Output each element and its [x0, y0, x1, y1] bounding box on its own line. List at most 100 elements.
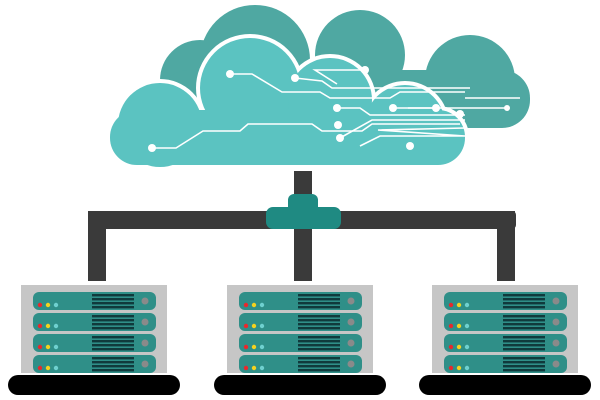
led-cyan-icon — [259, 323, 265, 329]
server-rack — [214, 285, 386, 395]
power-button-icon — [347, 297, 355, 305]
led-yellow-icon — [45, 344, 51, 350]
vent-slot — [503, 340, 545, 343]
server-base — [8, 375, 180, 395]
unit-panel — [239, 313, 362, 331]
vent-slot — [298, 361, 340, 364]
vent-slot — [298, 344, 340, 347]
vent-slot — [298, 336, 340, 339]
vent-slot — [503, 369, 545, 372]
vent-slot — [298, 365, 340, 368]
led-yellow-icon — [251, 323, 257, 329]
vent-slot — [298, 357, 340, 360]
led-cyan-icon — [464, 344, 470, 350]
unit-panel — [444, 334, 567, 352]
server-base — [214, 375, 386, 395]
led-cyan-icon — [53, 323, 59, 329]
led-yellow-icon — [45, 365, 51, 371]
server-unit — [444, 334, 567, 352]
power-button-icon — [141, 360, 149, 368]
led-cyan-icon — [53, 302, 59, 308]
led-cyan-icon — [259, 365, 265, 371]
led-red-icon — [448, 323, 454, 329]
led-red-icon — [243, 365, 249, 371]
vent-slot — [298, 294, 340, 297]
vent-slot — [503, 365, 545, 368]
vent-slot — [92, 298, 134, 301]
vent-slot — [92, 348, 134, 351]
led-red-icon — [243, 323, 249, 329]
vent-slot — [503, 336, 545, 339]
power-button-icon — [347, 360, 355, 368]
vent-slot — [503, 348, 545, 351]
led-red-icon — [37, 365, 43, 371]
unit-panel — [239, 355, 362, 373]
vent-slot — [503, 302, 545, 305]
circuit-nodes — [148, 66, 510, 152]
power-button-icon — [347, 318, 355, 326]
led-cyan-icon — [464, 323, 470, 329]
vent-slot — [298, 323, 340, 326]
vent-slot — [92, 340, 134, 343]
server-unit — [444, 313, 567, 331]
led-yellow-icon — [456, 302, 462, 308]
server-unit — [33, 313, 156, 331]
led-yellow-icon — [251, 365, 257, 371]
vent-slot — [298, 319, 340, 322]
vent-slot — [92, 344, 134, 347]
circuit-lines — [152, 69, 520, 149]
power-button-icon — [552, 318, 560, 326]
led-yellow-icon — [45, 323, 51, 329]
server-unit — [33, 292, 156, 310]
vent-slot — [503, 319, 545, 322]
vent-slot — [298, 369, 340, 372]
unit-panel — [33, 334, 156, 352]
vent-slot — [503, 315, 545, 318]
led-red-icon — [243, 344, 249, 350]
unit-panel — [33, 292, 156, 310]
power-button-icon — [552, 339, 560, 347]
vent-slot — [92, 294, 134, 297]
power-button-icon — [347, 339, 355, 347]
unit-panel — [239, 292, 362, 310]
power-button-icon — [141, 318, 149, 326]
led-cyan-icon — [259, 302, 265, 308]
server-unit — [239, 334, 362, 352]
led-yellow-icon — [456, 344, 462, 350]
vent-slot — [503, 327, 545, 330]
power-button-icon — [141, 297, 149, 305]
led-yellow-icon — [456, 365, 462, 371]
led-red-icon — [448, 365, 454, 371]
server-base — [419, 375, 591, 395]
server-unit — [33, 355, 156, 373]
vent-slot — [298, 340, 340, 343]
vent-slot — [92, 306, 134, 309]
vent-slot — [92, 302, 134, 305]
server-rack — [8, 285, 180, 395]
led-red-icon — [37, 344, 43, 350]
led-cyan-icon — [53, 344, 59, 350]
unit-panel — [444, 313, 567, 331]
led-yellow-icon — [45, 302, 51, 308]
vent-slot — [503, 306, 545, 309]
vent-slot — [92, 361, 134, 364]
led-red-icon — [37, 323, 43, 329]
vent-slot — [298, 327, 340, 330]
network-hub — [266, 194, 341, 229]
unit-panel — [444, 355, 567, 373]
power-button-icon — [141, 339, 149, 347]
vent-slot — [503, 294, 545, 297]
vent-slot — [503, 361, 545, 364]
vent-slot — [92, 327, 134, 330]
led-red-icon — [37, 302, 43, 308]
vent-slot — [503, 357, 545, 360]
led-yellow-icon — [251, 344, 257, 350]
server-rack — [419, 285, 591, 395]
vent-slot — [92, 369, 134, 372]
power-button-icon — [552, 360, 560, 368]
led-red-icon — [243, 302, 249, 308]
vent-slot — [503, 298, 545, 301]
led-cyan-icon — [53, 365, 59, 371]
led-red-icon — [448, 344, 454, 350]
